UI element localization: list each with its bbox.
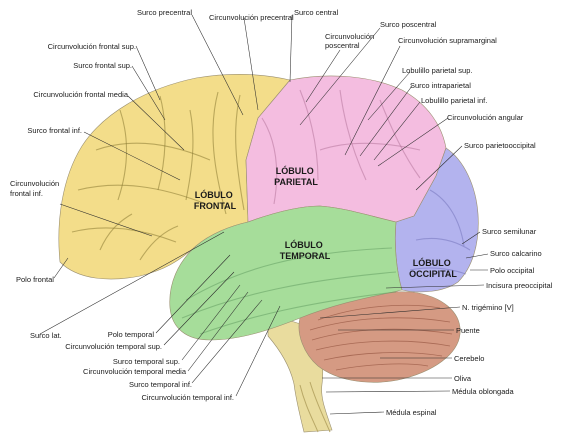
spinal-nerve-1 [299,384,319,433]
label-circ-frontal-sup: Circunvolución frontal sup. [48,42,136,51]
label-cerebelo: Cerebelo [454,354,484,363]
lobe-label-temporal: LÓBULO TEMPORAL [280,239,331,261]
lobe-label-occipital-line2: OCCIPITAL [409,269,457,279]
parietal-sulci [261,89,421,205]
lobe-label-occipital-line1: LÓBULO [413,257,451,268]
label-oliva: Oliva [454,374,472,383]
label-n-trigemino: N. trigémino [V] [462,303,514,312]
label-lobulillo-parietal-sup: Lobulillo parietal sup. [402,66,472,75]
label-medula-oblongada: Médula oblongada [452,387,515,396]
annotations: Surco precentral Circunvolución precentr… [10,8,553,417]
label-circ-poscentral-1: Circunvolución [325,32,374,41]
lobe-label-frontal-line1: LÓBULO [195,189,233,200]
label-surco-poscentral: Surco poscentral [380,20,437,29]
spinal-nerve-2 [309,381,331,433]
label-surco-calcarino: Surco calcarino [490,249,542,258]
lobe-label-parietal-line2: PARIETAL [274,177,318,187]
label-surco-parietooccipital: Surco parietooccipital [464,141,536,150]
temporal-lobe [169,205,403,341]
label-circ-precentral: Circunvolución precentral [209,13,294,22]
label-circ-frontal-inf-1: Circunvolución [10,179,59,188]
label-puente: Puente [456,326,480,335]
label-circ-supramarginal: Circunvolución supramarginal [398,36,497,45]
occipital-sulci [409,189,471,275]
label-surco-frontal-sup: Surco frontal sup. [73,61,132,70]
label-surco-temporal-sup: Surco temporal sup. [113,357,180,366]
label-circ-frontal-inf-2: frontal inf. [10,189,43,198]
lobe-label-occipital: LÓBULO OCCIPITAL [409,257,457,279]
label-surco-frontal-inf: Surco frontal inf. [27,126,82,135]
cerebellum-folia [309,304,453,371]
label-surco-precentral: Surco precentral [137,8,192,17]
label-polo-temporal: Polo temporal [108,330,155,339]
frontal-sulci [71,91,245,261]
label-circ-temporal-media: Circunvolución temporal media [83,367,187,376]
lobe-label-parietal: LÓBULO PARIETAL [274,165,318,187]
lobe-label-frontal-line2: FRONTAL [194,201,237,211]
label-circ-poscentral-2: poscentral [325,41,360,50]
temporal-sulci [181,247,397,335]
label-medula-espinal: Médula espinal [386,408,437,417]
label-lobulillo-parietal-inf: Lobulillo parietal inf. [421,96,487,105]
label-surco-central: Surco central [294,8,339,17]
lobe-label-temporal-line2: TEMPORAL [280,251,331,261]
lobe-label-frontal: LÓBULO FRONTAL [194,189,237,211]
label-polo-occipital: Polo occipital [490,266,535,275]
label-incisura-preoccipital: Incisura preoccipital [486,281,553,290]
label-circ-temporal-sup: Circunvolución temporal sup. [65,342,162,351]
lobe-label-parietal-line1: LÓBULO [276,165,314,176]
label-circ-angular: Circunvolución angular [447,113,524,122]
label-surco-lat: Surco lat. [30,331,62,340]
lobe-labels: LÓBULO FRONTAL LÓBULO PARIETAL LÓBULO TE… [194,165,458,279]
brain-regions [58,74,479,433]
leader-lines [39,14,489,415]
label-circ-frontal-media: Circunvolución frontal media [33,90,128,99]
label-polo-frontal: Polo frontal [16,275,54,284]
label-circ-temporal-inf: Circunvolución temporal inf. [141,393,234,402]
label-surco-intraparietal: Surco intraparietal [410,81,471,90]
label-surco-semilunar: Surco semilunar [482,227,537,236]
label-surco-temporal-inf: Surco temporal inf. [129,380,192,389]
lobe-label-temporal-line1: LÓBULO [285,239,323,250]
